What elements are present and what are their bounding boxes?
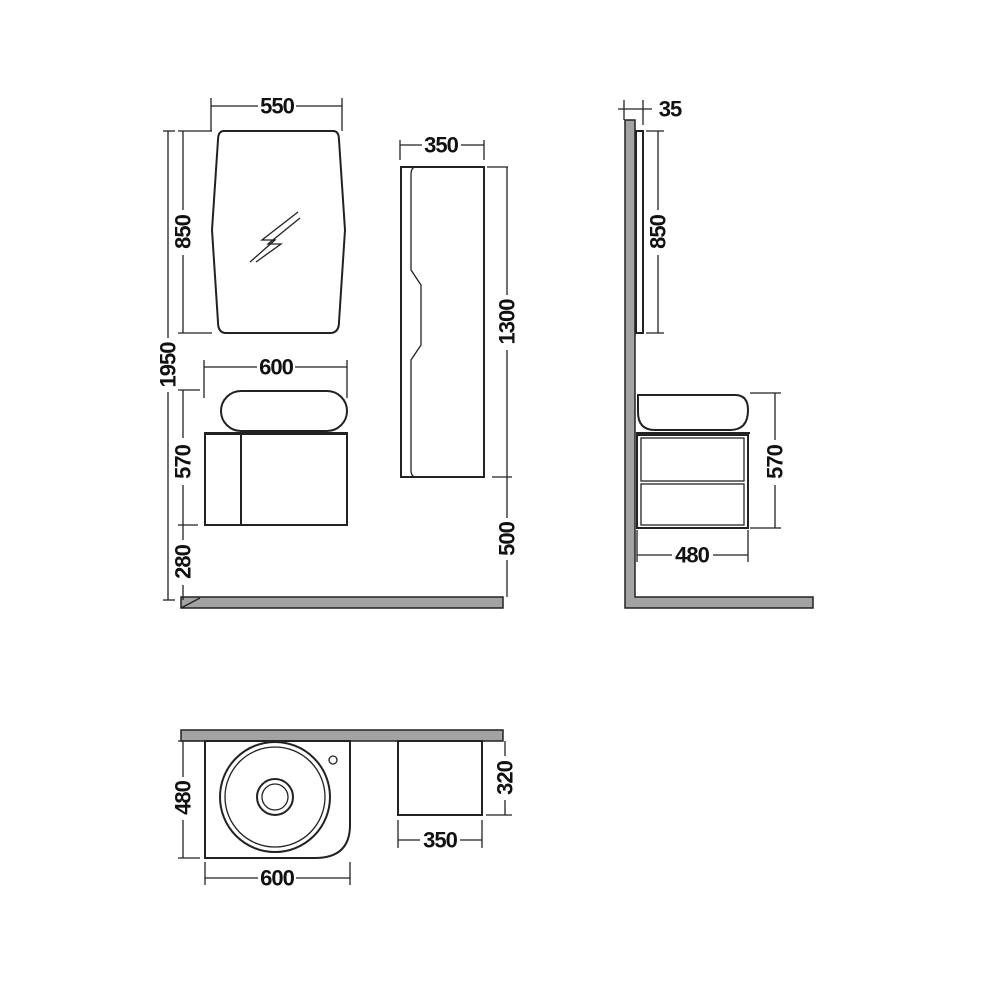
mirror bbox=[210, 130, 347, 334]
dim-tall-cabinet-floor-gap: 500 bbox=[495, 521, 520, 555]
basin bbox=[220, 390, 348, 432]
dim-mirror-width: 550 bbox=[260, 94, 294, 119]
tall-cabinet bbox=[400, 166, 485, 478]
dim-vanity-depth: 480 bbox=[675, 543, 709, 568]
tap-hole bbox=[328, 755, 338, 765]
front-view: 550 850 1950 600 570 280 350 1300 500 bbox=[156, 94, 520, 609]
dim-mirror-height: 850 bbox=[171, 214, 196, 248]
dim-tall-cabinet-width: 350 bbox=[424, 133, 458, 158]
dim-vanity-depth-top: 480 bbox=[171, 780, 196, 814]
tall-cabinet-top bbox=[397, 740, 483, 816]
wall-and-floor bbox=[624, 119, 814, 609]
wall-top bbox=[180, 729, 504, 742]
dim-mirror-height-side: 850 bbox=[646, 214, 671, 248]
side-view: 35 850 570 480 bbox=[618, 97, 814, 609]
drain bbox=[256, 778, 294, 816]
dim-vanity-floor-gap: 280 bbox=[171, 544, 196, 578]
basin-side bbox=[637, 394, 750, 431]
vanity-top bbox=[204, 740, 351, 859]
vanity-cabinet bbox=[204, 433, 348, 526]
dim-vanity-width-top: 600 bbox=[260, 866, 294, 891]
dim-vanity-height-side: 570 bbox=[763, 444, 788, 478]
dim-tall-cabinet-height: 1300 bbox=[495, 299, 520, 345]
dim-tall-cabinet-width-top: 350 bbox=[423, 828, 457, 853]
dim-mirror-depth: 35 bbox=[659, 97, 682, 122]
vanity-side bbox=[636, 434, 749, 529]
basin-top bbox=[219, 741, 331, 853]
top-view: 480 600 320 350 bbox=[171, 729, 518, 891]
dim-vanity-width: 600 bbox=[259, 355, 293, 380]
floor bbox=[180, 596, 504, 609]
mirror-reflection-icon bbox=[249, 211, 301, 263]
dim-total-height: 1950 bbox=[156, 342, 181, 388]
dim-tall-cabinet-depth: 320 bbox=[493, 760, 518, 794]
mirror-side bbox=[635, 130, 644, 334]
dim-vanity-height: 570 bbox=[171, 444, 196, 478]
